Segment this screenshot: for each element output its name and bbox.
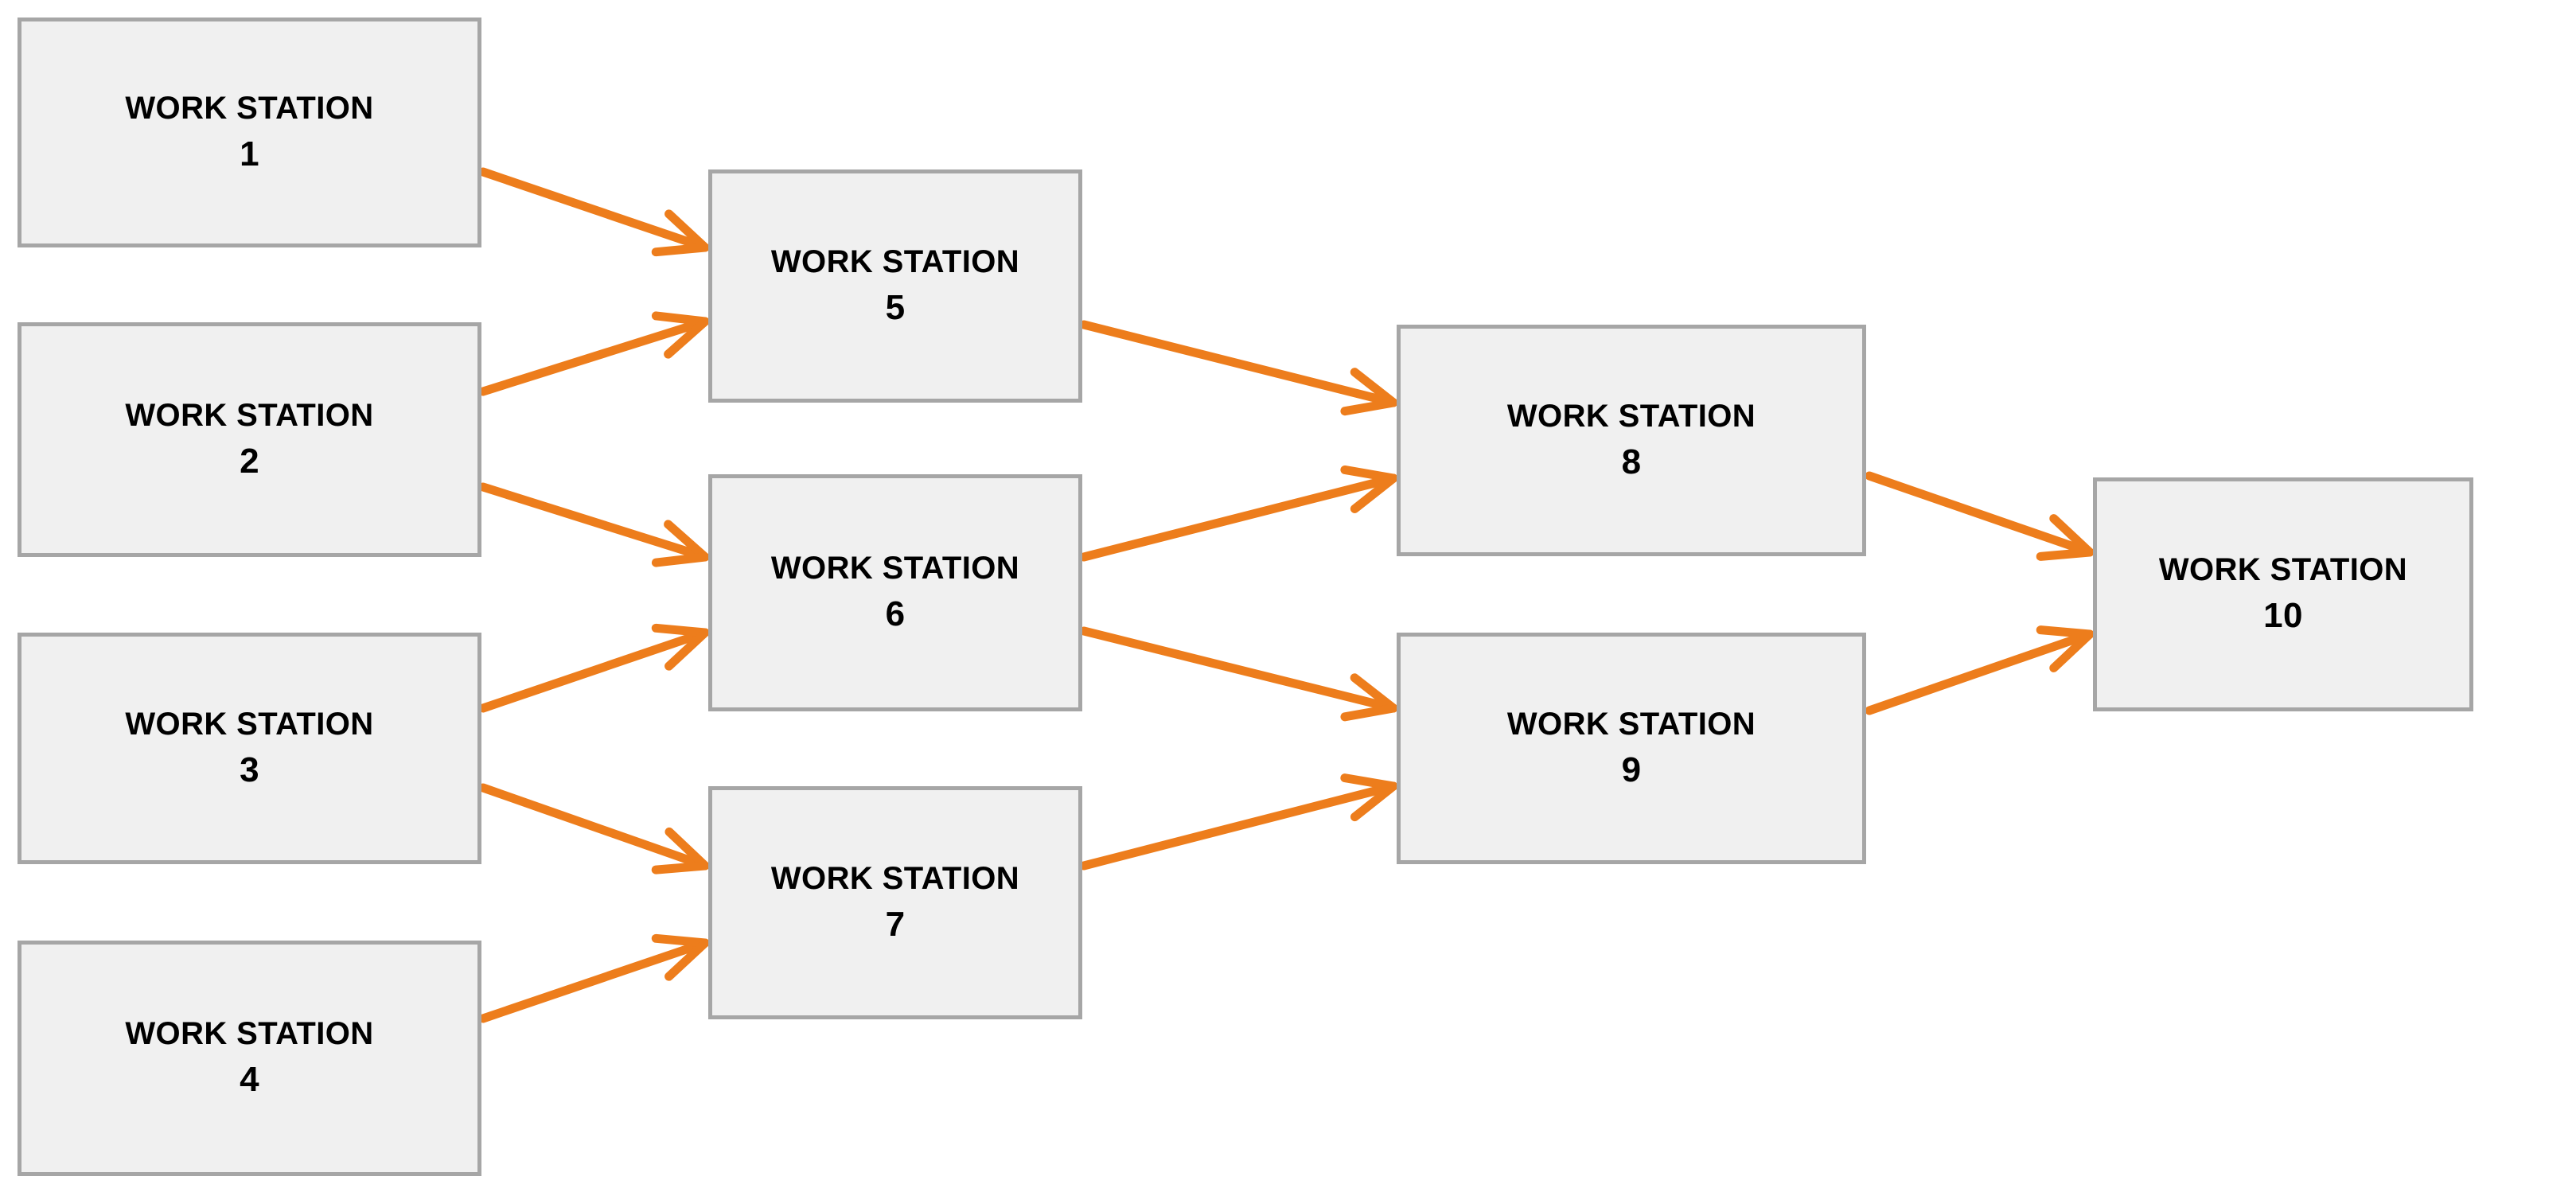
node-ws3-title: WORK STATION <box>125 706 374 742</box>
edge-ws7-to-ws9 <box>1079 773 1398 871</box>
node-ws7[interactable]: WORK STATION 7 <box>708 786 1082 1019</box>
edge-ws4-to-ws7 <box>478 933 710 1023</box>
edge-ws2-to-ws6 <box>478 482 710 567</box>
edge-ws9-to-ws10 <box>1865 625 2095 715</box>
node-ws9[interactable]: WORK STATION 9 <box>1397 633 1866 864</box>
node-ws10-number: 10 <box>2263 596 2303 636</box>
node-ws1-number: 1 <box>240 134 259 173</box>
node-ws7-title: WORK STATION <box>770 860 1020 896</box>
edge-ws5-to-ws8 <box>1079 320 1398 416</box>
node-ws4[interactable]: WORK STATION 4 <box>18 941 481 1176</box>
node-ws8[interactable]: WORK STATION 8 <box>1397 325 1866 556</box>
node-ws2-number: 2 <box>240 441 259 481</box>
node-ws10-title: WORK STATION <box>2158 552 2408 588</box>
edge-ws6-to-ws8 <box>1079 465 1398 562</box>
node-ws9-title: WORK STATION <box>1506 706 1756 742</box>
node-ws3[interactable]: WORK STATION 3 <box>18 633 481 864</box>
node-ws6[interactable]: WORK STATION 6 <box>708 474 1082 711</box>
node-ws6-number: 6 <box>885 594 906 634</box>
edge-ws3-to-ws7 <box>478 783 710 875</box>
edge-ws2-to-ws5 <box>478 311 710 396</box>
node-ws8-title: WORK STATION <box>1506 398 1756 434</box>
node-ws1[interactable]: WORK STATION 1 <box>18 18 481 247</box>
node-ws2-title: WORK STATION <box>125 397 374 433</box>
node-ws5[interactable]: WORK STATION 5 <box>708 169 1082 403</box>
node-ws4-title: WORK STATION <box>125 1016 374 1052</box>
node-ws2[interactable]: WORK STATION 2 <box>18 322 481 557</box>
edge-ws8-to-ws10 <box>1865 471 2095 561</box>
node-ws5-number: 5 <box>885 287 906 327</box>
node-ws7-number: 7 <box>885 904 906 944</box>
node-ws6-title: WORK STATION <box>770 551 1020 586</box>
node-ws4-number: 4 <box>240 1060 259 1100</box>
node-ws9-number: 9 <box>1621 750 1642 789</box>
node-ws5-title: WORK STATION <box>770 243 1020 279</box>
edge-ws6-to-ws9 <box>1079 626 1398 722</box>
node-ws8-number: 8 <box>1621 442 1642 481</box>
node-ws1-title: WORK STATION <box>125 90 374 126</box>
node-ws10[interactable]: WORK STATION 10 <box>2093 477 2473 711</box>
edge-ws1-to-ws5 <box>478 167 710 257</box>
edge-ws3-to-ws6 <box>478 623 710 713</box>
node-ws3-number: 3 <box>240 750 259 789</box>
